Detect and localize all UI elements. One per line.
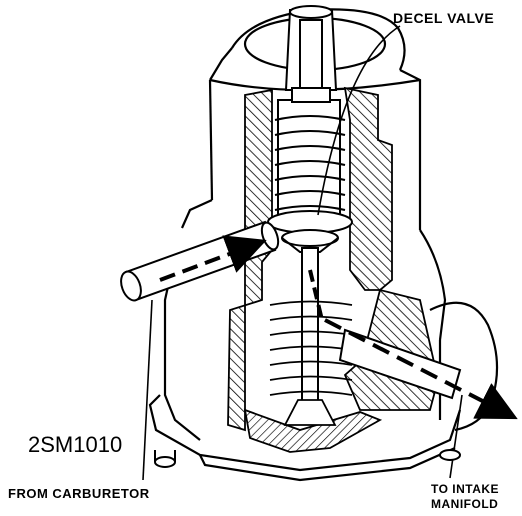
mounting-feet	[154, 449, 461, 468]
from-carburetor-label: FROM CARBURETOR	[8, 486, 150, 501]
valve-housing	[148, 8, 499, 482]
to-intake-line1: TO INTAKE	[431, 482, 500, 496]
flow-arrows	[159, 235, 518, 420]
leader-lines	[142, 25, 463, 481]
to-intake-manifold-label: TO INTAKE MANIFOLD	[431, 482, 499, 512]
to-intake-line2: MANIFOLD	[431, 497, 499, 511]
valve-stem-top	[284, 5, 338, 103]
decel-valve-label: DECEL VALVE	[393, 10, 495, 26]
lower-spring	[269, 300, 353, 426]
decel-valve-disc	[267, 210, 353, 253]
figure-id-label: 2SM1010	[28, 432, 123, 457]
outlet-pipe	[338, 328, 462, 400]
upper-spring	[274, 99, 346, 221]
